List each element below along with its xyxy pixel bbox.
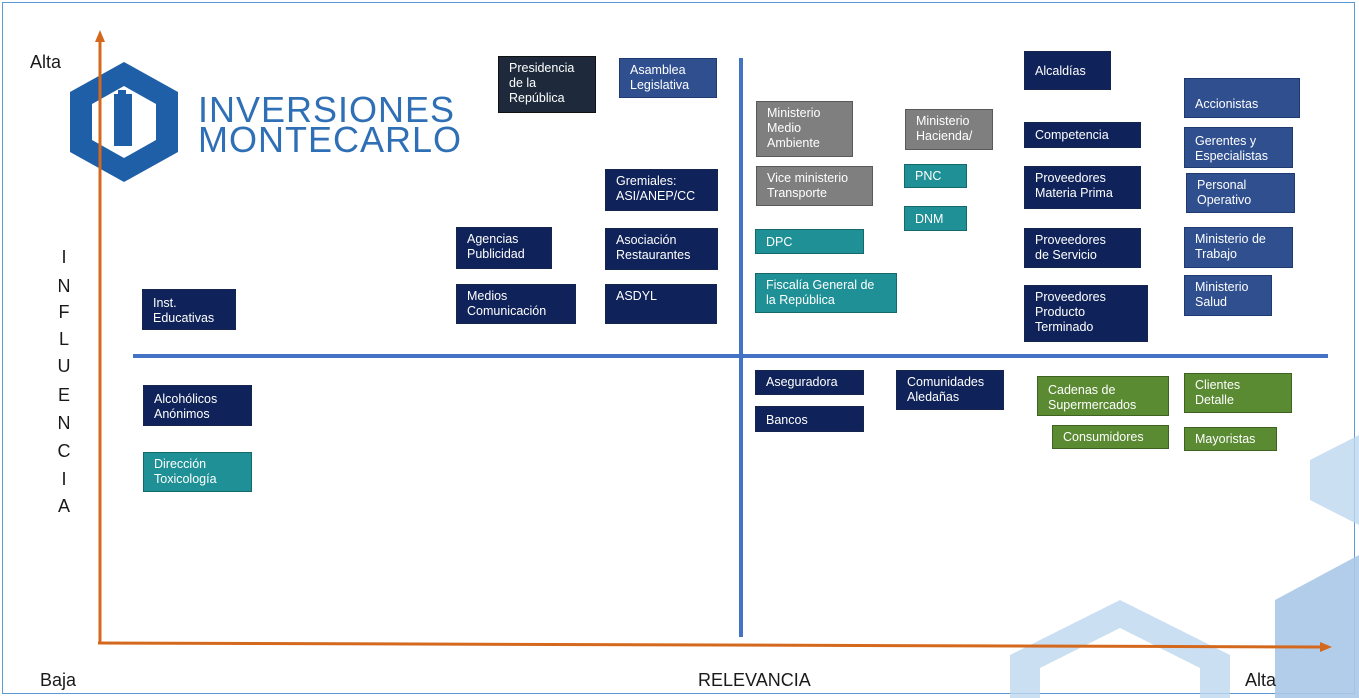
stakeholder-gremiales: Gremiales: ASI/ANEP/CC	[605, 169, 718, 211]
stakeholder-bancos: Bancos	[755, 406, 864, 432]
stakeholder-min-trabajo: Ministerio de Trabajo	[1184, 227, 1293, 268]
y-axis-title-letter: A	[57, 496, 70, 516]
stakeholder-clientes: Clientes Detalle	[1184, 373, 1292, 413]
y-axis-title-letter: L	[58, 329, 69, 349]
stakeholder-prov-producto-terminado: Proveedores Producto Terminado	[1024, 285, 1148, 342]
stakeholder-mayoristas: Mayoristas	[1184, 427, 1277, 451]
x-axis-title: RELEVANCIA	[698, 670, 811, 690]
y-axis-title-letter: N	[57, 276, 71, 296]
stakeholder-dpc: DPC	[755, 229, 864, 254]
stakeholder-pnc: PNC	[904, 164, 967, 188]
stakeholder-min-hacienda: Ministerio Hacienda/	[905, 109, 993, 150]
stakeholder-inst-educativas: Inst. Educativas	[142, 289, 236, 330]
stakeholder-asdyl: ASDYL	[605, 284, 717, 324]
stakeholder-comunidades: Comunidades Aledañas	[896, 370, 1004, 410]
y-axis-title-letter: F	[58, 302, 70, 322]
y-axis-arrowhead	[95, 30, 105, 42]
decorative-hexagons	[1010, 435, 1359, 698]
y-axis-title-letter: U	[57, 356, 71, 376]
stakeholder-consumidores: Consumidores	[1052, 425, 1169, 449]
stakeholder-accionistas: Accionistas	[1184, 78, 1300, 118]
stakeholder-dnm: DNM	[904, 206, 967, 231]
stakeholder-asociacion: Asociación Restaurantes	[605, 228, 718, 270]
logo-line-1: INVERSIONES	[198, 89, 456, 130]
stakeholder-min-medio-ambiente: Ministerio Medio Ambiente	[756, 101, 853, 157]
stakeholder-gerentes: Gerentes y Especialistas	[1184, 127, 1293, 168]
stakeholder-aseguradora: Aseguradora	[755, 370, 864, 395]
logo-line-2: MONTECARLO	[198, 119, 463, 160]
stakeholder-fiscalia: Fiscalía General de la República	[755, 273, 897, 313]
stakeholder-competencia: Competencia	[1024, 122, 1141, 148]
x-axis-high-label: Alta	[1245, 670, 1277, 690]
y-axis-title-letter: I	[61, 247, 67, 267]
stakeholder-direccion: Dirección Toxicología	[143, 452, 252, 492]
x-axis-line	[97, 641, 1323, 649]
x-axis-arrowhead	[1320, 642, 1332, 652]
y-axis-title-letter: E	[57, 385, 70, 405]
stakeholder-vice-transporte: Vice ministerio Transporte	[756, 166, 873, 206]
logo-hexagon-icon	[70, 62, 178, 182]
stakeholder-asamblea: Asamblea Legislativa	[619, 58, 717, 98]
stakeholder-personal: Personal Operativo	[1186, 173, 1295, 213]
stakeholder-prov-materia-prima: Proveedores Materia Prima	[1024, 166, 1141, 209]
y-axis-title-letter: N	[57, 413, 71, 433]
stakeholder-cadenas: Cadenas de Supermercados	[1037, 376, 1169, 416]
y-axis-title-letter: I	[61, 469, 67, 489]
stakeholder-medios: Medios Comunicación	[456, 284, 576, 324]
x-axis-low-label: Baja	[40, 670, 77, 690]
stakeholder-alcaldias: Alcaldías	[1024, 51, 1111, 90]
stakeholder-alcoholicos: Alcohólicos Anónimos	[143, 385, 252, 426]
stakeholder-prov-servicio: Proveedores de Servicio	[1024, 228, 1141, 268]
stakeholder-presidencia: Presidencia de la República	[498, 56, 596, 113]
y-axis-title-letter: C	[57, 441, 71, 461]
y-axis-high-label: Alta	[30, 52, 62, 72]
stakeholder-min-salud: Ministerio Salud	[1184, 275, 1272, 316]
stakeholder-agencias: Agencias Publicidad	[456, 227, 552, 269]
